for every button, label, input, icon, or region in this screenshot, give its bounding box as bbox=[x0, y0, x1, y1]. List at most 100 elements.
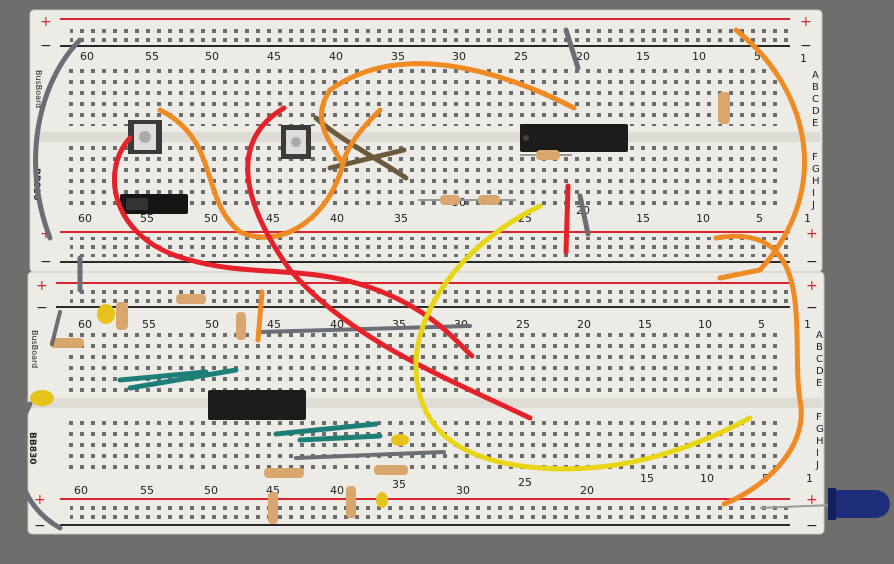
capacitor bbox=[30, 390, 54, 406]
rail-minus: − bbox=[36, 300, 48, 316]
col-number: 50 bbox=[204, 212, 218, 225]
col-number: 20 bbox=[576, 50, 590, 63]
rail-plus: + bbox=[36, 278, 48, 294]
capacitor bbox=[376, 492, 388, 508]
rail-plus: + bbox=[806, 278, 818, 294]
col-number: 10 bbox=[692, 50, 706, 63]
teal-wire bbox=[297, 433, 383, 443]
resistor bbox=[718, 92, 730, 124]
gray-wire bbox=[577, 193, 591, 237]
row-letter: B bbox=[812, 82, 819, 93]
col-number: 55 bbox=[142, 318, 156, 331]
gray-wire bbox=[15, 401, 63, 531]
col-number: 5 bbox=[758, 318, 765, 331]
row-letter: D bbox=[812, 106, 820, 117]
row-letter: B bbox=[816, 342, 823, 353]
col-number: 40 bbox=[330, 212, 344, 225]
gray-wire bbox=[563, 27, 581, 71]
rail-minus: − bbox=[806, 254, 818, 270]
rail-minus: − bbox=[34, 518, 46, 534]
col-number: 50 bbox=[205, 50, 219, 63]
row-letter: H bbox=[816, 436, 824, 447]
rail-minus: − bbox=[40, 38, 52, 54]
col-number: 60 bbox=[80, 50, 94, 63]
rail-plus: + bbox=[40, 14, 52, 30]
yellow-wire bbox=[413, 203, 753, 472]
brand-label: BusBoard bbox=[30, 330, 39, 368]
row-letter: G bbox=[812, 164, 820, 175]
gray-wire bbox=[258, 324, 472, 334]
row-letter: J bbox=[815, 460, 819, 471]
center-channel bbox=[30, 398, 822, 408]
row-letter: I bbox=[816, 448, 819, 459]
row-letter: D bbox=[816, 366, 824, 377]
pushbutton-right bbox=[281, 125, 311, 159]
rail-minus: − bbox=[800, 38, 812, 54]
orange-wire bbox=[318, 61, 577, 163]
breadboard-bottom bbox=[27, 271, 825, 535]
row-letter: C bbox=[812, 94, 819, 105]
led bbox=[759, 488, 890, 520]
col-number: 30 bbox=[456, 484, 470, 497]
rail-minus: − bbox=[806, 300, 818, 316]
col-number: 10 bbox=[696, 212, 710, 225]
resistor bbox=[268, 492, 278, 524]
teal-wire bbox=[273, 421, 379, 437]
resistor bbox=[264, 468, 304, 478]
row-letter: G bbox=[816, 424, 824, 435]
col-number: 25 bbox=[516, 318, 530, 331]
row-letter: C bbox=[816, 354, 823, 365]
wires bbox=[15, 27, 808, 531]
col-number: 5 bbox=[756, 212, 763, 225]
col-number: 45 bbox=[266, 212, 280, 225]
col-number: 15 bbox=[636, 50, 650, 63]
col-number: 35 bbox=[392, 478, 406, 491]
rail-plus: + bbox=[800, 14, 812, 30]
rail-plus: + bbox=[806, 226, 818, 242]
red-wire bbox=[563, 183, 571, 255]
ic-chip-bottom bbox=[208, 390, 306, 420]
col-number: 25 bbox=[518, 476, 532, 489]
resistor bbox=[176, 294, 206, 304]
row-letter: F bbox=[812, 152, 818, 163]
gray-wire bbox=[50, 310, 62, 346]
col-number: 60 bbox=[74, 484, 88, 497]
resistor bbox=[346, 486, 356, 518]
col-number: 1 bbox=[804, 212, 811, 225]
col-number: 50 bbox=[204, 484, 218, 497]
row-letter: J bbox=[811, 200, 815, 211]
red-wire bbox=[245, 105, 533, 421]
capacitor bbox=[97, 304, 115, 324]
breadboard-top bbox=[29, 9, 823, 273]
model-label: BB830 bbox=[27, 432, 37, 465]
rail-minus: − bbox=[806, 518, 818, 534]
ic-chip-top bbox=[520, 124, 628, 152]
col-number: 60 bbox=[78, 318, 92, 331]
row-letter: E bbox=[812, 118, 818, 129]
col-number: 20 bbox=[577, 318, 591, 331]
col-number: 15 bbox=[640, 472, 654, 485]
col-number: 45 bbox=[267, 50, 281, 63]
orange-wire bbox=[717, 27, 808, 281]
col-number: 1 bbox=[800, 52, 807, 65]
orange-wire bbox=[713, 233, 804, 507]
rail-plus: + bbox=[34, 492, 46, 508]
col-number: 40 bbox=[330, 484, 344, 497]
row-letter: F bbox=[816, 412, 822, 423]
brand-label: BusBoard bbox=[34, 70, 43, 108]
teal-wire bbox=[127, 367, 239, 391]
row-letter: H bbox=[812, 176, 820, 187]
resistor bbox=[236, 312, 246, 340]
col-number: 15 bbox=[638, 318, 652, 331]
col-number: 40 bbox=[329, 50, 343, 63]
row-letter: E bbox=[816, 378, 822, 389]
row-letter: A bbox=[812, 70, 819, 81]
row-letter: A bbox=[816, 330, 823, 341]
col-number: 55 bbox=[145, 50, 159, 63]
pushbutton-left bbox=[128, 120, 162, 154]
red-wire bbox=[111, 135, 475, 359]
col-number: 35 bbox=[391, 50, 405, 63]
col-number: 55 bbox=[140, 212, 154, 225]
center-channel bbox=[34, 132, 820, 142]
